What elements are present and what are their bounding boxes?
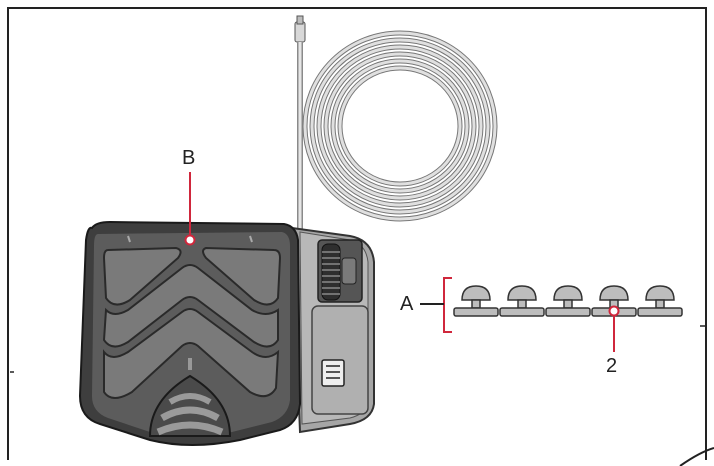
label-2: 2 <box>606 355 618 377</box>
pedal-pads <box>102 246 282 399</box>
label-a: A <box>400 293 414 315</box>
rubber-feet-row <box>453 285 683 317</box>
cable-connector <box>294 21 306 43</box>
speed-wheel <box>321 243 357 301</box>
rubber-foot <box>453 285 499 317</box>
rubber-foot <box>545 285 591 317</box>
frame-corner-curve <box>679 447 714 466</box>
callout-a-bracket <box>420 277 452 333</box>
pedal-side-housing <box>290 226 375 434</box>
rubber-foot <box>637 285 683 317</box>
cable-connector-tip <box>296 15 304 25</box>
rubber-foot <box>499 285 545 317</box>
foot-pedal <box>78 220 302 446</box>
label-b: B <box>182 147 196 169</box>
on-off-switch <box>321 359 345 387</box>
cable <box>294 15 498 240</box>
callout-2 <box>608 305 620 352</box>
heel-ridges <box>148 374 232 437</box>
callout-b <box>184 172 196 246</box>
frame-border <box>7 7 707 460</box>
cable-coil <box>302 30 498 222</box>
